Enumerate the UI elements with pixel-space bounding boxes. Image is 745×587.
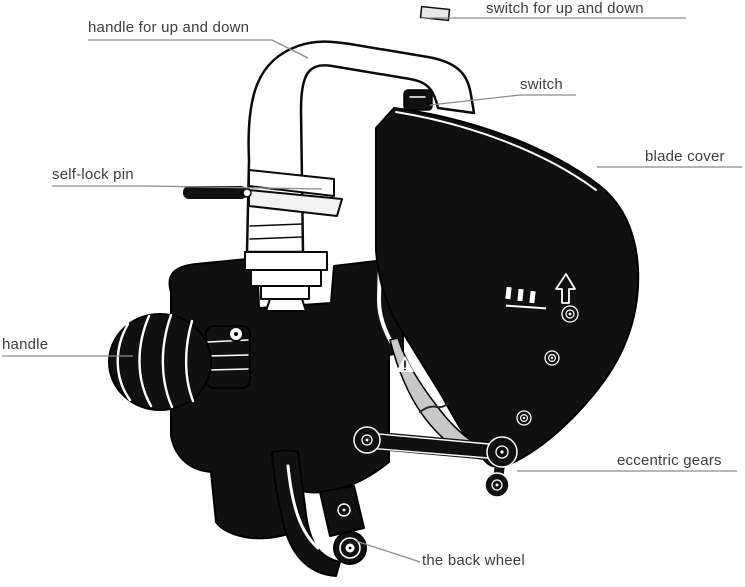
label-self-lock-pin: self-lock pin <box>52 166 134 183</box>
up-down-switch-part <box>419 5 451 22</box>
trigger-switch-part <box>403 89 433 111</box>
label-eccentric-gears: eccentric gears <box>617 452 722 469</box>
bottom-guard <box>271 449 341 577</box>
knob-grip <box>108 313 212 411</box>
label-switch: switch <box>520 76 563 93</box>
self-lock-pin-assembly <box>183 169 343 217</box>
machine-drawing <box>108 5 640 577</box>
leader-lines <box>2 17 742 563</box>
leader-handle-for-up-and-down <box>88 39 309 59</box>
lift-column <box>244 251 328 312</box>
back-wheel-assembly <box>319 485 367 565</box>
self-lock-pin-bracket <box>248 169 335 197</box>
cover-markings <box>396 273 576 372</box>
brand-squiggle <box>419 402 449 413</box>
cover-bolts <box>516 305 579 426</box>
up-arrow-icon <box>555 273 576 304</box>
lift-handle-shape <box>245 40 476 254</box>
label-blade-cover: blade cover <box>645 148 725 165</box>
label-handle: handle <box>2 336 49 353</box>
gear-boss-lower <box>484 472 510 498</box>
lift-handle <box>245 40 476 254</box>
logo-marks <box>505 286 547 310</box>
side-knob-handle <box>108 313 251 411</box>
eccentric-gears-assembly <box>353 426 518 498</box>
label-back-wheel: the back wheel <box>422 552 525 569</box>
warning-triangle-icon <box>396 356 414 372</box>
blade-cover-top-highlight <box>395 111 597 191</box>
leader-back-wheel <box>355 540 421 563</box>
leader-self-lock-pin <box>52 185 323 190</box>
gear-boss-left <box>353 426 381 454</box>
label-switch-for-up-and-down: switch for up and down <box>486 0 644 17</box>
leader-switch <box>429 94 576 106</box>
label-handle-for-up-and-down: handle for up and down <box>88 19 250 36</box>
self-lock-pin-rod <box>183 186 247 199</box>
gear-boss-right <box>486 436 518 468</box>
